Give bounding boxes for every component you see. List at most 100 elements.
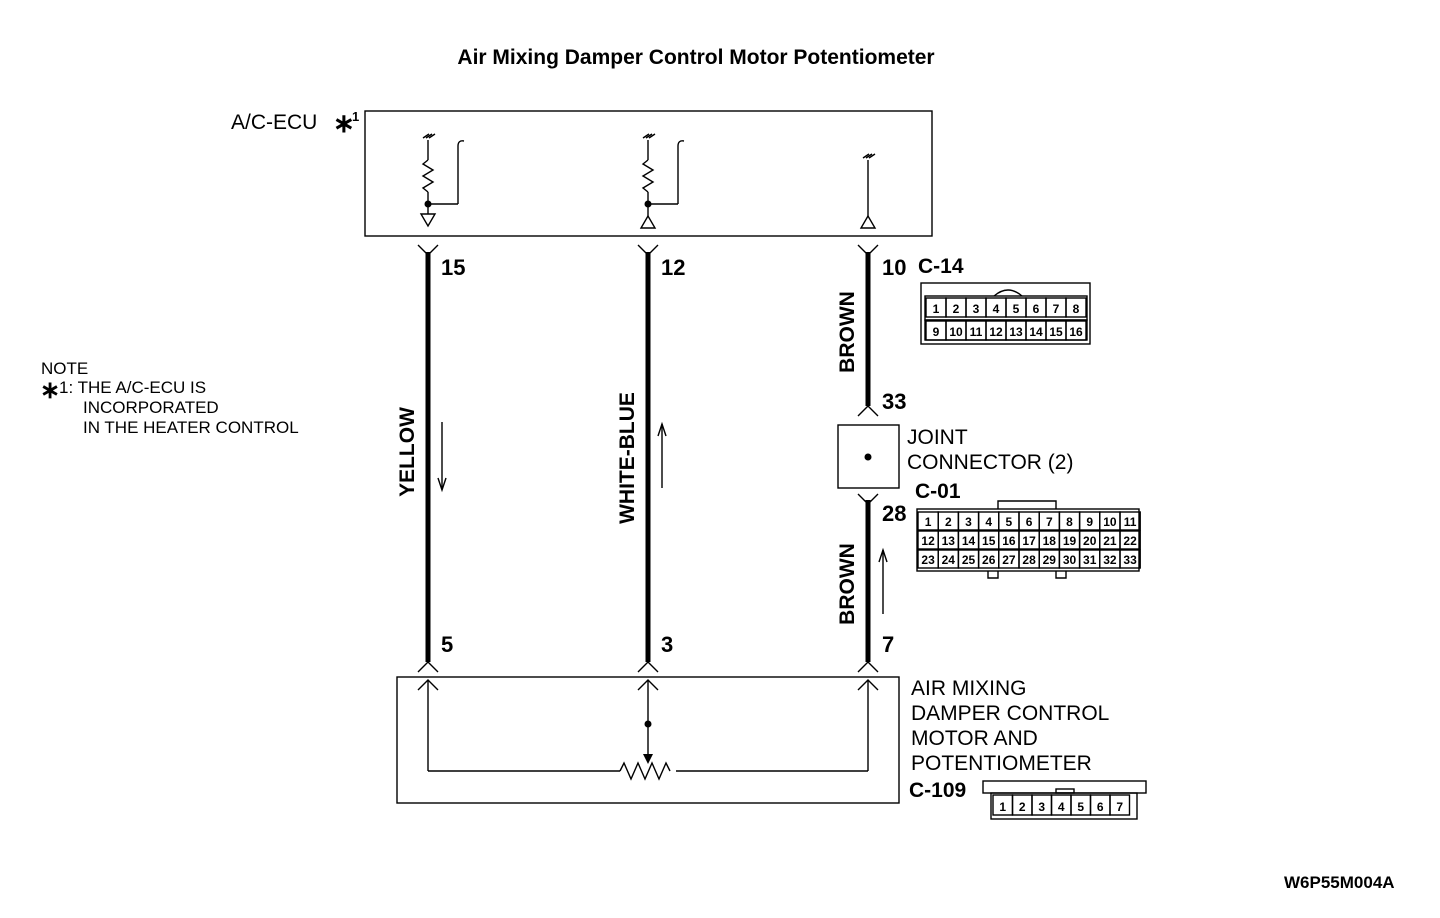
connector-pin-number: 5 [1006, 515, 1013, 529]
note-mark: ∗ [40, 377, 60, 404]
pin-3: 3 [661, 632, 673, 657]
connector-pin-number: 26 [982, 553, 996, 567]
connector-pin-number: 22 [1123, 534, 1137, 548]
pin-33: 33 [882, 389, 906, 414]
note-line-2: INCORPORATED [83, 398, 219, 417]
connector-pin-number: 20 [1083, 534, 1097, 548]
ecu-internal-circuit-15 [419, 133, 465, 228]
connector-pin-number: 18 [1043, 534, 1057, 548]
connector-pin-number: 1 [925, 515, 932, 529]
connector-pin-number: 30 [1063, 553, 1077, 567]
connector-pin-number: 13 [942, 534, 956, 548]
note-heading: NOTE [41, 359, 88, 378]
connector-pin-number: 16 [1069, 325, 1083, 339]
connector-pin-cell [1119, 549, 1141, 569]
connector-pin-cell [1119, 511, 1141, 531]
connector-pin-number: 9 [1086, 515, 1093, 529]
connector-pin-number: 2 [953, 302, 960, 316]
connector-pin-number: 32 [1103, 553, 1117, 567]
connector-pin-number: 21 [1103, 534, 1117, 548]
pin-10: 10 [882, 255, 906, 280]
connector-pin-number: 28 [1022, 553, 1036, 567]
ecu-label: A/C-ECU [231, 111, 317, 134]
wire-yellow [417, 244, 447, 673]
pin-12: 12 [661, 255, 685, 280]
potentiometer-circuit [417, 679, 879, 781]
pin-28: 28 [882, 501, 906, 526]
pin-15: 15 [441, 255, 465, 280]
wire-brown-upper [857, 244, 879, 417]
connector-pin-number: 6 [1097, 800, 1104, 814]
pin-5: 5 [441, 632, 453, 657]
connector-pin-number: 6 [1033, 302, 1040, 316]
connector-pin-number: 5 [1013, 302, 1020, 316]
connector-pin-number: 29 [1043, 553, 1057, 567]
joint-label-2: CONNECTOR (2) [907, 451, 1073, 474]
connector-pin-number: 25 [962, 553, 976, 567]
connector-pin-number: 15 [1049, 325, 1063, 339]
connector-pin-number: 4 [993, 302, 1000, 316]
figure-code: W6P55M004A [1284, 873, 1395, 892]
connector-pin-number: 31 [1083, 553, 1097, 567]
joint-point [864, 453, 872, 461]
ecu-internal-circuit-12 [639, 133, 685, 229]
wire-color-white-blue: WHITE-BLUE [616, 392, 639, 524]
motor-label-3: MOTOR AND [911, 727, 1038, 750]
note-line-1: 1: THE A/C-ECU IS [59, 378, 206, 397]
connector-c109-label: C-109 [909, 779, 966, 802]
connector-pin-number: 2 [945, 515, 952, 529]
connector-pin-number: 23 [921, 553, 935, 567]
connector-pin-number: 7 [1053, 302, 1060, 316]
wire-white-blue [637, 244, 667, 673]
wire-color-brown-lower: BROWN [836, 543, 859, 625]
connector-pin-number: 14 [1029, 325, 1043, 339]
connector-pin-cell [1065, 297, 1087, 318]
connector-pin-cell [1065, 320, 1087, 341]
ecu-internal-circuit-10 [859, 153, 877, 229]
pin-7: 7 [882, 632, 894, 657]
connector-pin-number: 24 [942, 553, 956, 567]
ecu-box [364, 110, 933, 237]
connector-pin-number: 3 [965, 515, 972, 529]
motor-label-2: DAMPER CONTROL [911, 702, 1109, 725]
ecu-note-number: 1 [352, 109, 359, 124]
connector-pin-number: 5 [1077, 800, 1084, 814]
connector-pin-number: 16 [1002, 534, 1016, 548]
connector-pin-number: 15 [982, 534, 996, 548]
connector-pin-cell [1109, 794, 1131, 816]
connector-pin-number: 1 [933, 302, 940, 316]
connector-pin-number: 7 [1046, 515, 1053, 529]
note-line-3: IN THE HEATER CONTROL [83, 418, 299, 437]
connector-pin-number: 12 [921, 534, 935, 548]
connector-c01-row-2: 12 13 14 15 16 17 18 19 20 21 22 [917, 530, 1141, 550]
ecu-note-mark: ∗ [333, 108, 355, 138]
connector-pin-number: 2 [1019, 800, 1026, 814]
connector-pin-number: 3 [973, 302, 980, 316]
connector-pin-number: 8 [1066, 515, 1073, 529]
connector-pin-number: 17 [1022, 534, 1036, 548]
connector-pin-cell [1119, 530, 1141, 550]
connector-pin-number: 3 [1038, 800, 1045, 814]
connector-pin-number: 4 [985, 515, 992, 529]
connector-pin-number: 13 [1009, 325, 1023, 339]
diagram-title: Air Mixing Damper Control Motor Potentio… [457, 46, 934, 69]
connector-pin-number: 19 [1063, 534, 1077, 548]
motor-box [396, 676, 900, 804]
motor-label-4: POTENTIOMETER [911, 752, 1092, 775]
joint-label-1: JOINT [907, 426, 968, 449]
connector-pin-number: 7 [1116, 800, 1123, 814]
connector-pin-number: 14 [962, 534, 976, 548]
connector-pin-number: 1 [999, 800, 1006, 814]
wire-color-yellow: YELLOW [396, 407, 419, 497]
connector-pin-number: 33 [1123, 553, 1137, 567]
wire-brown-lower [857, 493, 888, 673]
connector-c14-label: C-14 [918, 255, 964, 278]
connector-pin-number: 11 [1124, 515, 1137, 529]
